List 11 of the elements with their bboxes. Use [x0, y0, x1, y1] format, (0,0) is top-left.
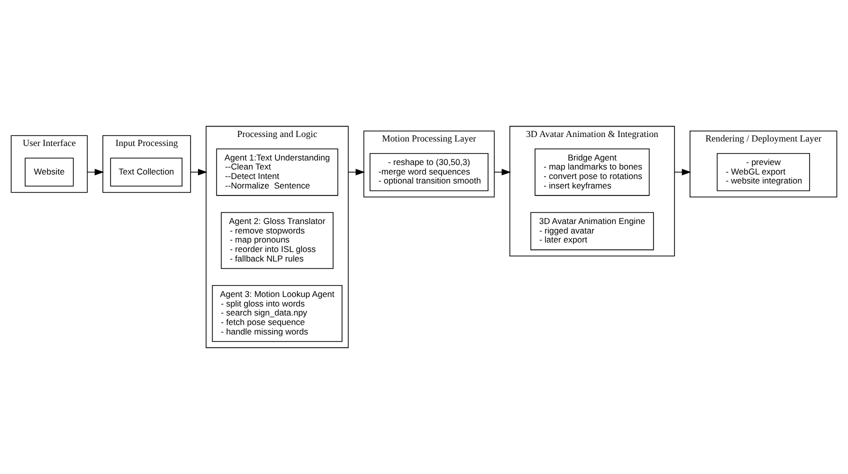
node-box: Text Collection: [110, 158, 182, 187]
node-box: Agent 2: Gloss Translator - remove stopwords - map pronouns - reorder into ISL gloss - fallback NLP rules: [220, 212, 334, 269]
node-box: 3D Avatar Animation Engine - rigged avatar - later export: [530, 212, 654, 250]
node-box: Bridge Agent - map landmarks to bones - convert pose to rotations - insert keyframes: [534, 148, 650, 196]
arrow: [86, 168, 104, 176]
node-box: Agent 1:Text Understanding --Clean Text --Detect Intent --Normalize Sentence: [216, 148, 338, 196]
node-box: Website: [24, 158, 74, 187]
node-box: Agent 3: Motion Lookup Agent - split gloss into words - search sign_data.npy - fetch pose sequence - handle missing words: [212, 285, 342, 342]
node-box: - reshape to (30,50,3) -merge word sequences - optional transition smooth: [370, 153, 488, 192]
node-box: - preview - WebGL export - website integration: [716, 153, 810, 192]
arrow: [348, 168, 365, 176]
